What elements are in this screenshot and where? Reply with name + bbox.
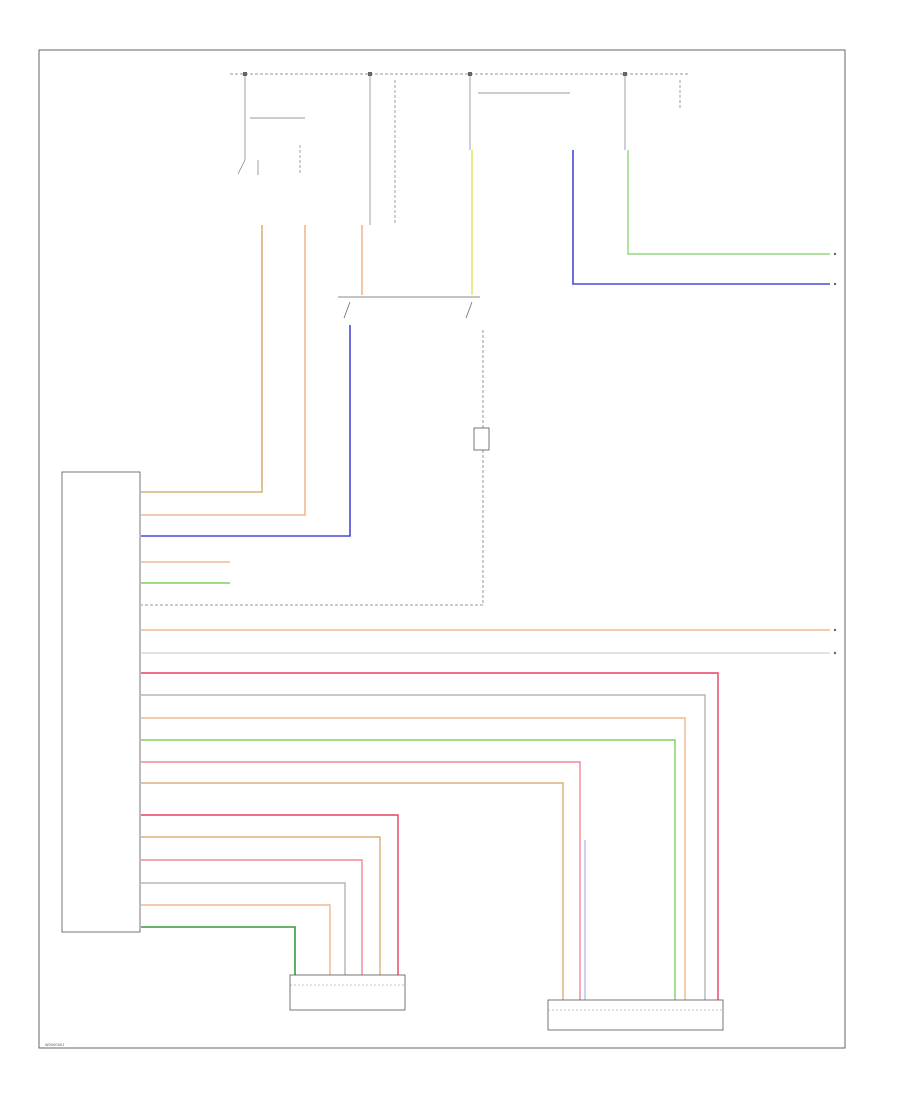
top-power-bus <box>230 73 690 225</box>
wire-blue-brake <box>141 325 351 537</box>
diagram-frame <box>38 49 846 1049</box>
wire-gray-brake <box>141 330 484 606</box>
wire-blue-right <box>572 150 830 285</box>
wire-orange-top <box>141 225 306 516</box>
clutch-sensor-box <box>473 427 490 451</box>
fuse-symbols <box>243 72 627 76</box>
ecm-block <box>61 471 141 933</box>
pedal-sensor-block <box>547 999 724 1031</box>
throttle-sensor-block <box>289 974 406 1011</box>
wire-tan-top <box>141 225 263 493</box>
right-connectors <box>833 252 837 655</box>
wire-green-right <box>627 150 830 255</box>
page-code: W0000001 <box>45 1043 65 1047</box>
ecm-wires <box>141 561 830 1000</box>
